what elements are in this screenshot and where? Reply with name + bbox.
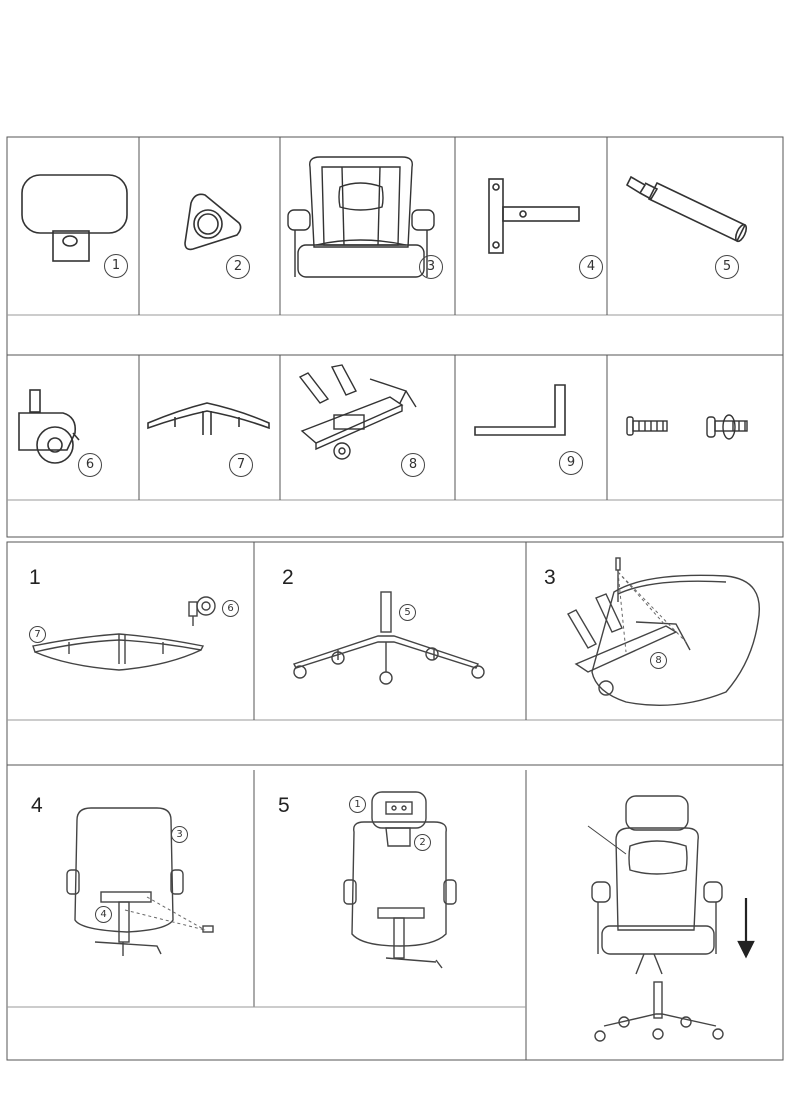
part-5-gas-lift: 5 (607, 137, 783, 315)
step-6-final-assembly (526, 770, 783, 1060)
callout-8: 8 (650, 652, 667, 669)
callout-5: 5 (399, 604, 416, 621)
down-arrow-icon (737, 898, 755, 959)
part-10-screws (607, 355, 783, 500)
allen-key-illustration (474, 384, 566, 436)
callout-6: 6 (222, 600, 239, 617)
step-3-illustration (567, 557, 760, 707)
callout-2: 2 (414, 834, 431, 851)
part-number-badge: 3 (419, 255, 443, 279)
step-5-attach-headrest: 5 1 2 (254, 770, 526, 1007)
caster-illustration (18, 389, 80, 464)
part-number-badge: 4 (579, 255, 603, 279)
step-2-insert-gas-lift: 2 5 (254, 542, 526, 720)
part-number-badge: 6 (78, 453, 102, 477)
bracket-illustration (488, 178, 580, 254)
callout-3: 3 (171, 826, 188, 843)
part-number-badge: 5 (715, 255, 739, 279)
part-2-headrest-connector: 2 (139, 137, 280, 315)
step-3-attach-mechanism: 3 8 (526, 542, 783, 720)
base-illustration (147, 402, 270, 435)
part-4-back-bracket: 4 (455, 137, 607, 315)
step-1-illustration (32, 596, 216, 671)
step-1-attach-casters: 1 6 7 (7, 542, 254, 720)
part-7-base: 7 (139, 355, 280, 500)
step-number: 1 (29, 566, 41, 589)
headrest-illustration (21, 174, 128, 262)
part-1-headrest: 1 (7, 137, 139, 315)
connector-illustration (184, 193, 242, 251)
mechanism-illustration (298, 364, 417, 460)
step-4-attach-back-bracket: 4 3 4 (7, 770, 254, 1007)
part-number-badge: 8 (401, 453, 425, 477)
part-8-tilt-mechanism: 8 (280, 355, 455, 500)
step-number: 5 (278, 794, 290, 817)
gas-lift-illustration (625, 175, 748, 243)
step-number: 3 (544, 566, 556, 589)
part-number-badge: 7 (229, 453, 253, 477)
callout-4: 4 (95, 906, 112, 923)
part-9-allen-key: 9 (455, 355, 607, 500)
screws-illustration (626, 414, 748, 440)
part-3-backrest-seat: 3 (280, 137, 455, 315)
step-number: 2 (282, 566, 294, 589)
step-2-illustration (293, 591, 485, 685)
backrest-seat-illustration (287, 156, 435, 278)
step-number: 4 (31, 794, 43, 817)
part-number-badge: 1 (104, 254, 128, 278)
step-6-illustration (587, 795, 755, 1042)
callout-7: 7 (29, 626, 46, 643)
part-number-badge: 9 (559, 451, 583, 475)
step-5-illustration (343, 791, 457, 969)
part-6-caster: 6 (7, 355, 139, 500)
step-4-illustration (66, 807, 214, 956)
callout-1: 1 (349, 796, 366, 813)
part-number-badge: 2 (226, 255, 250, 279)
